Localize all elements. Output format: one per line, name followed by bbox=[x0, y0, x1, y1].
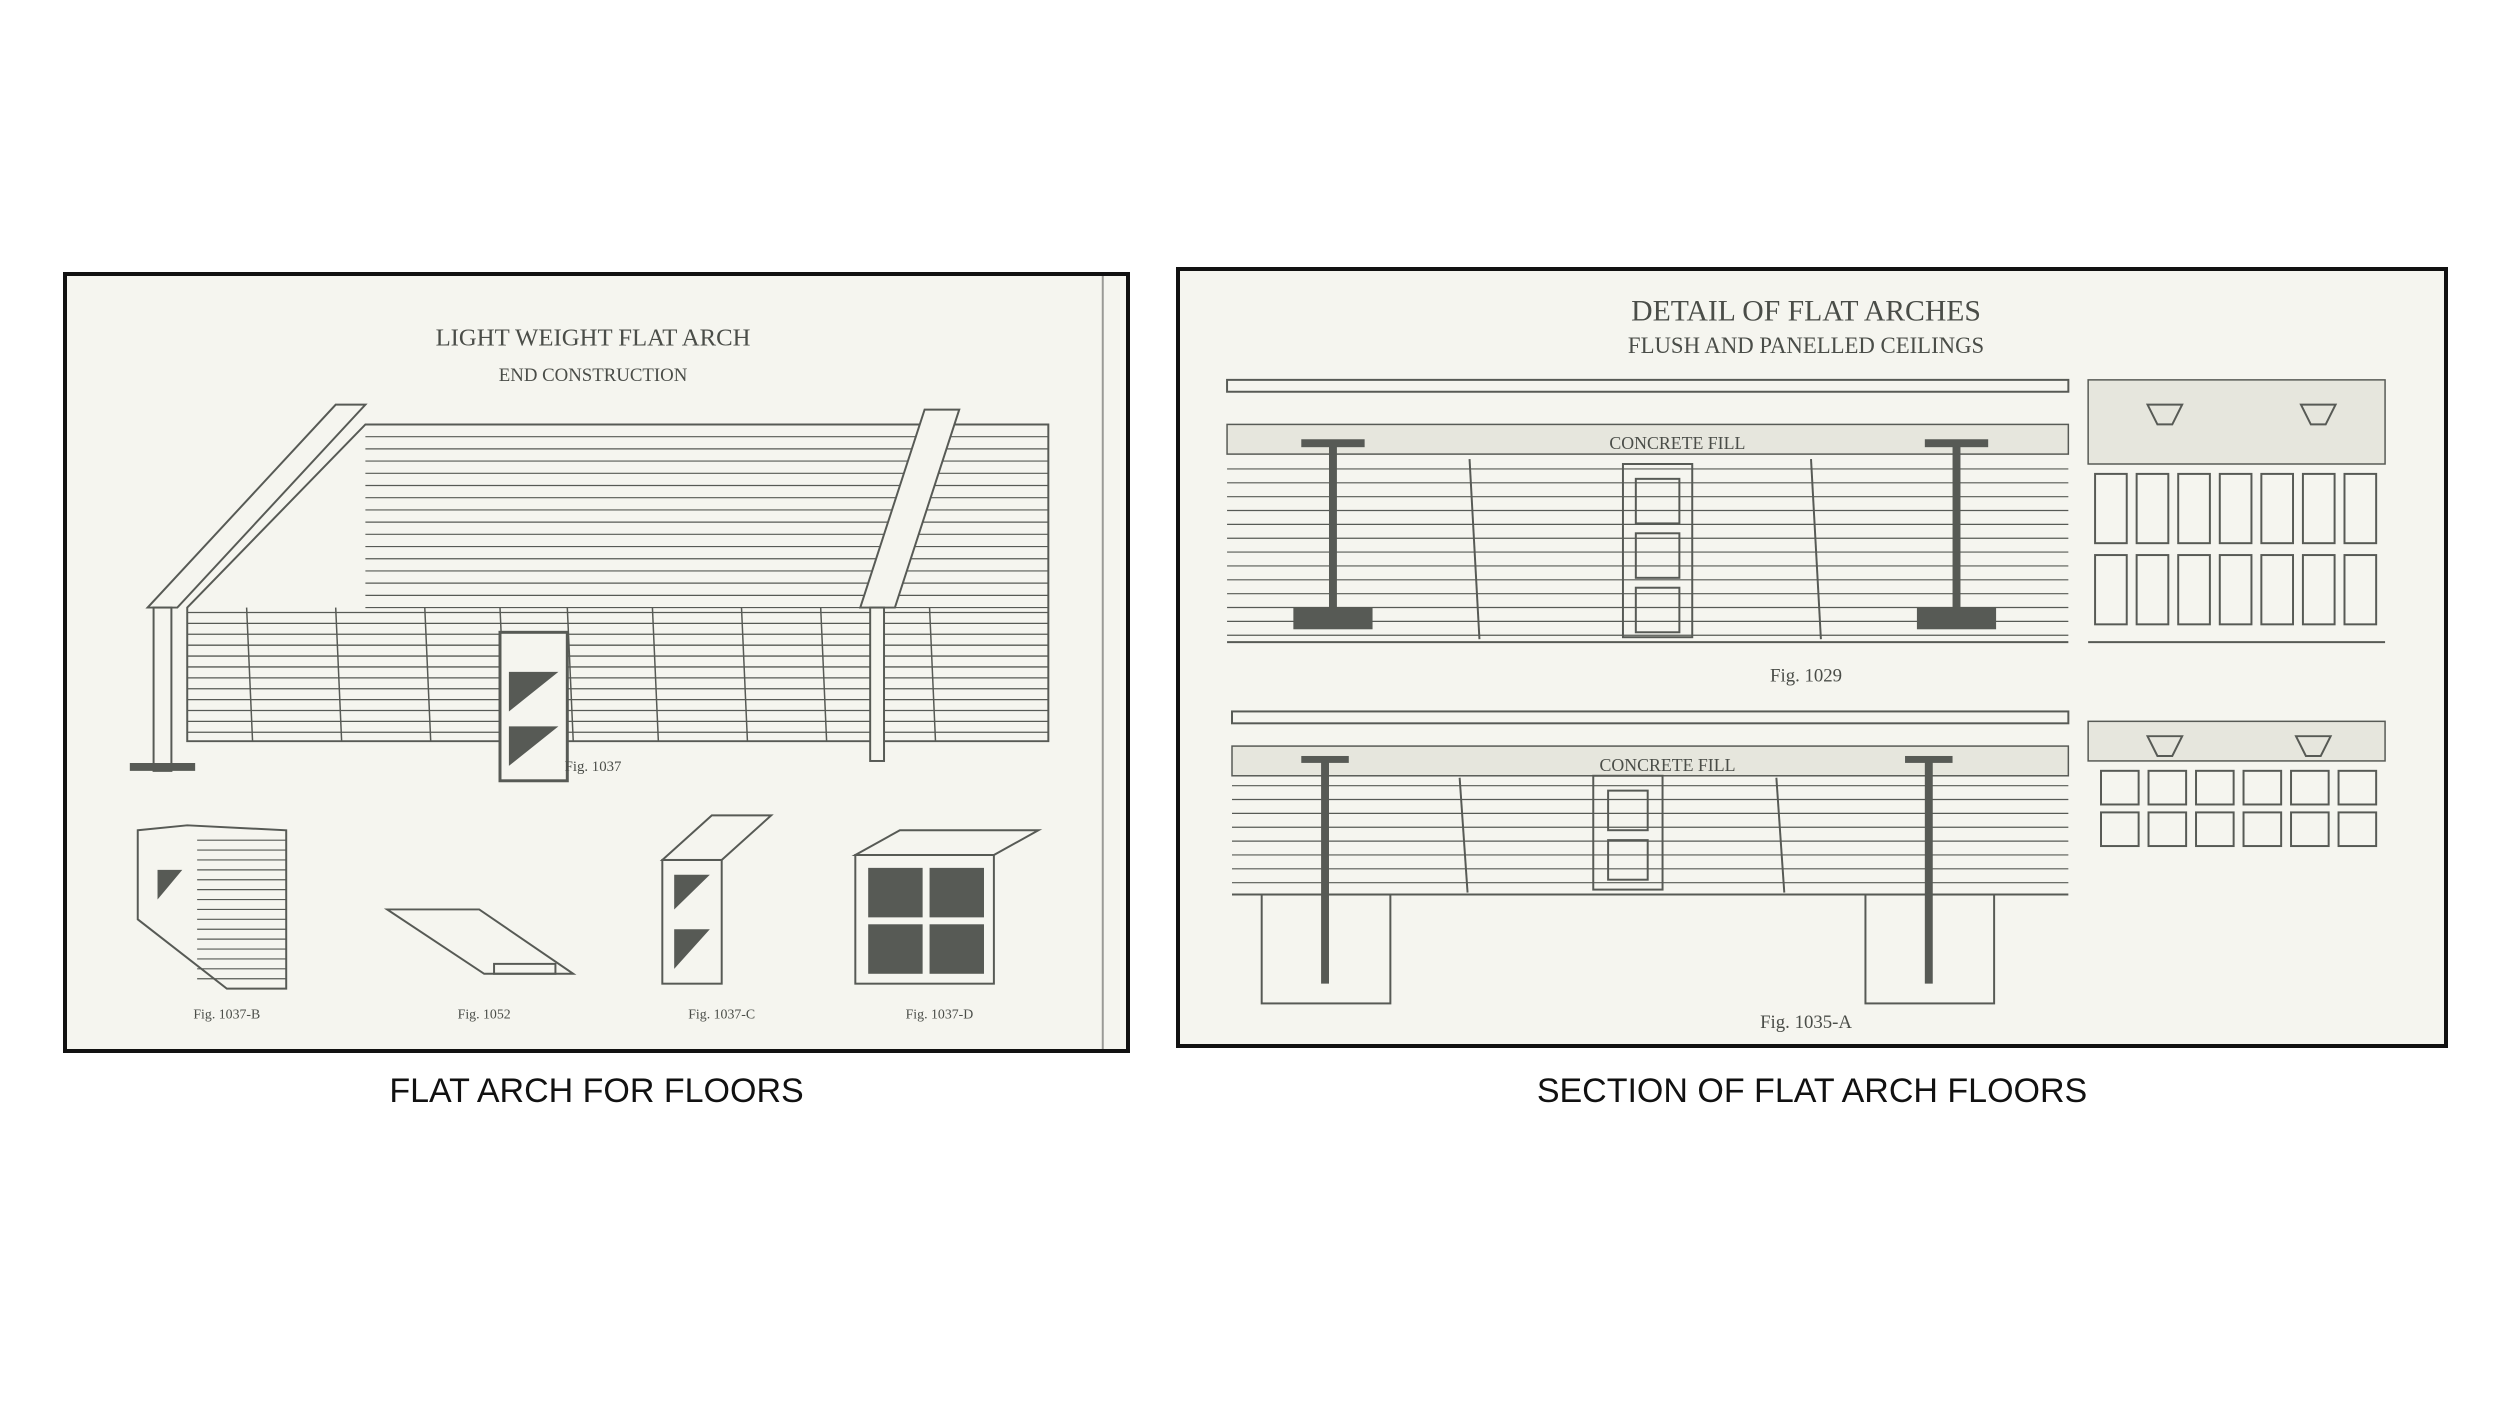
fig-1037-c-label: Fig. 1037-C bbox=[688, 1006, 755, 1021]
flat-arch-section-drawing: DETAIL OF FLAT ARCHES FLUSH AND PANELLED… bbox=[1226, 295, 2386, 1033]
left-subtitle: END CONSTRUCTION bbox=[499, 365, 688, 386]
fig-1035-a-label: Fig. 1035-A bbox=[1760, 1012, 1852, 1033]
key-tile-void bbox=[508, 671, 559, 712]
left-i-beam-base bbox=[129, 762, 196, 771]
fig-1035-a-section: CONCRETE FILL bbox=[1231, 710, 2386, 1005]
fig-1037-b-label: Fig. 1037-B bbox=[193, 1006, 260, 1021]
left-i-beam-flange bbox=[145, 403, 368, 609]
key-tile-void bbox=[508, 726, 559, 766]
fig-1037-d-drawing bbox=[851, 829, 1043, 985]
fig-1029-section: CONCRETE FILL bbox=[1226, 378, 2386, 644]
right-title: DETAIL OF FLAT ARCHES bbox=[1631, 295, 1981, 327]
left-title: LIGHT WEIGHT FLAT ARCH bbox=[436, 324, 751, 351]
i-beam bbox=[1952, 444, 1961, 618]
i-beam bbox=[1924, 760, 1933, 984]
fig-1037-label: Fig. 1037 bbox=[565, 759, 622, 775]
i-beam bbox=[1328, 444, 1337, 618]
left-i-beam-web bbox=[152, 606, 173, 772]
right-i-beam-web bbox=[869, 606, 886, 762]
fig-1037-b-drawing bbox=[136, 824, 288, 990]
flat-arch-section-illustration: DETAIL OF FLAT ARCHES FLUSH AND PANELLED… bbox=[1176, 267, 2448, 1048]
left-caption: FLAT ARCH FOR FLOORS bbox=[389, 1072, 804, 1110]
fig-1052-label: Fig. 1052 bbox=[458, 1006, 511, 1021]
right-i-beam-flange bbox=[858, 408, 961, 609]
flat-arch-drawing: LIGHT WEIGHT FLAT ARCH END CONSTRUCTION … bbox=[129, 276, 1104, 1049]
flat-arch-illustration: LIGHT WEIGHT FLAT ARCH END CONSTRUCTION … bbox=[63, 272, 1130, 1053]
concrete-fill-label-top: CONCRETE FILL bbox=[1609, 433, 1745, 453]
i-beam bbox=[1321, 760, 1329, 984]
fig-1029-label: Fig. 1029 bbox=[1770, 666, 1842, 687]
fig-1037-d-label: Fig. 1037-D bbox=[906, 1006, 974, 1021]
fig-1052-drawing bbox=[383, 908, 577, 975]
fig-1037-c-drawing bbox=[659, 814, 774, 985]
arch-deck bbox=[129, 403, 1050, 783]
right-caption: SECTION OF FLAT ARCH FLOORS bbox=[1536, 1072, 2088, 1110]
concrete-fill-label-bottom: CONCRETE FILL bbox=[1600, 755, 1736, 775]
right-subtitle: FLUSH AND PANELLED CEILINGS bbox=[1628, 333, 1984, 358]
